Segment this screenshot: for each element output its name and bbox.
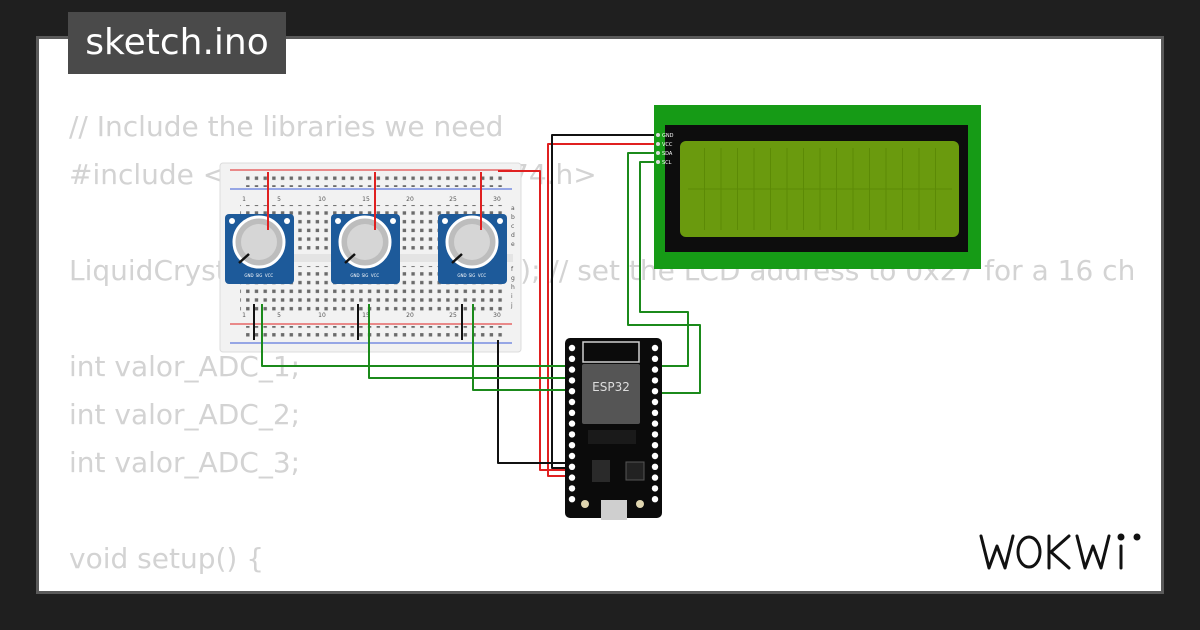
- wire-gnd-rail: [497, 340, 568, 464]
- breadboard-row-label: c: [511, 223, 514, 230]
- pot-pin-label: GND: [457, 273, 466, 278]
- esp32-pin: [568, 485, 576, 492]
- esp32-pin: [651, 398, 659, 406]
- esp32-pin: [568, 496, 576, 503]
- breadboard-row-label: f: [511, 266, 514, 273]
- esp32-pin: [651, 496, 659, 503]
- lcd-pin-label: GND: [662, 133, 674, 139]
- breadboard-column-label: 25: [449, 196, 457, 203]
- esp32-pin: [568, 398, 576, 406]
- esp32-label: ESP32: [592, 380, 630, 394]
- esp32-pin: [568, 366, 576, 373]
- code-line: // put your setup code here: [69, 583, 1133, 591]
- esp32-pin: [651, 409, 659, 416]
- breadboard-column-label: 15: [362, 196, 370, 203]
- breadboard-column-label: 1: [242, 312, 246, 319]
- breadboard-column-label: 20: [406, 312, 414, 319]
- breadboard-column-label: 10: [318, 196, 326, 203]
- breadboard-row-label: a: [511, 205, 515, 212]
- esp32-pin: [568, 388, 576, 395]
- breadboard-column-label: 20: [406, 196, 414, 203]
- breadboard-column-label: 30: [493, 196, 501, 203]
- wire-scl: [639, 161, 689, 367]
- wire-sig-pot3: [472, 304, 568, 391]
- lcd-display: GND VCC SDA SCL: [654, 105, 981, 269]
- wire-sig-pot1: [261, 304, 568, 367]
- esp32-pin: [651, 388, 659, 395]
- lcd-pin-label: SCL: [662, 160, 672, 166]
- esp32-pin: [651, 420, 659, 427]
- pot-pin-label: GND: [244, 273, 253, 278]
- pot-pin-label: VCC: [265, 273, 274, 278]
- wokwi-logo: [979, 533, 1141, 570]
- esp32-pin: [568, 452, 576, 460]
- esp32-pin: [568, 463, 576, 470]
- lcd-pin: [656, 160, 660, 164]
- breadboard-row-label: i: [511, 293, 513, 300]
- esp32-pin: [651, 485, 659, 492]
- esp32-pin: [651, 377, 659, 384]
- esp32-pin: [651, 463, 659, 470]
- esp32-pin: [568, 431, 576, 438]
- pot-pin-label: VCC: [371, 273, 380, 278]
- esp32-pin: [568, 474, 576, 481]
- esp32-pin: [568, 442, 576, 449]
- breadboard-column-label: 5: [277, 312, 281, 319]
- breadboard-column-label: 10: [318, 312, 326, 319]
- lcd-pin-label: SDA: [662, 151, 673, 157]
- wire-sda: [627, 152, 701, 394]
- pot-pin-label: GND: [350, 273, 359, 278]
- code-line: int valor_ADC_3;: [69, 446, 301, 479]
- esp32-pin: [568, 344, 576, 352]
- wire-vcc-rail: [498, 170, 568, 471]
- esp32-pin: [651, 431, 659, 438]
- breadboard-column-label: 1: [242, 196, 246, 203]
- breadboard-column-label: 30: [493, 312, 501, 319]
- pot-pin-label: SIG: [256, 273, 263, 278]
- esp32-pin: [651, 442, 659, 449]
- lcd-pin-label: VCC: [662, 142, 673, 148]
- breadboard-row-label: g: [511, 275, 515, 282]
- breadboard-row-label: e: [511, 241, 515, 248]
- esp32-pin: [651, 366, 659, 373]
- pot-pin-label: VCC: [478, 273, 487, 278]
- wires: [253, 134, 701, 477]
- wire-gnd-lcd: [551, 134, 658, 469]
- esp32-pin: [568, 409, 576, 416]
- breadboard-column-label: 15: [362, 312, 370, 319]
- code-line: void setup() {: [69, 542, 265, 575]
- esp32-pin: [651, 452, 659, 460]
- esp32-pin: [568, 355, 576, 362]
- code-line: // Include the libraries we need: [69, 110, 504, 143]
- code-line: int valor_ADC_2;: [69, 398, 301, 431]
- lcd-pin: [656, 142, 660, 146]
- file-tab[interactable]: sketch.ino: [68, 12, 286, 74]
- breadboard-row-label: j: [510, 302, 513, 309]
- breadboard-column-label: 5: [277, 196, 281, 203]
- esp32-pin: [568, 377, 576, 384]
- esp32-pin: [651, 355, 659, 362]
- breadboard-row-label: h: [511, 284, 515, 291]
- esp32-pin: [651, 474, 659, 481]
- lcd-pin: [656, 151, 660, 155]
- esp32-board: ESP32: [565, 338, 662, 520]
- breadboard-row-label: b: [511, 214, 515, 221]
- esp32-pin: [568, 420, 576, 427]
- breadboard-column-label: 25: [449, 312, 457, 319]
- wire-vcc-lcd: [547, 143, 658, 477]
- lcd-pin: [656, 133, 660, 137]
- wire-sig-pot2: [368, 304, 568, 379]
- esp32-pin: [651, 344, 659, 352]
- pot-pin-label: SIG: [469, 273, 476, 278]
- breadboard-row-label: d: [511, 232, 515, 239]
- pot-pin-label: SIG: [362, 273, 369, 278]
